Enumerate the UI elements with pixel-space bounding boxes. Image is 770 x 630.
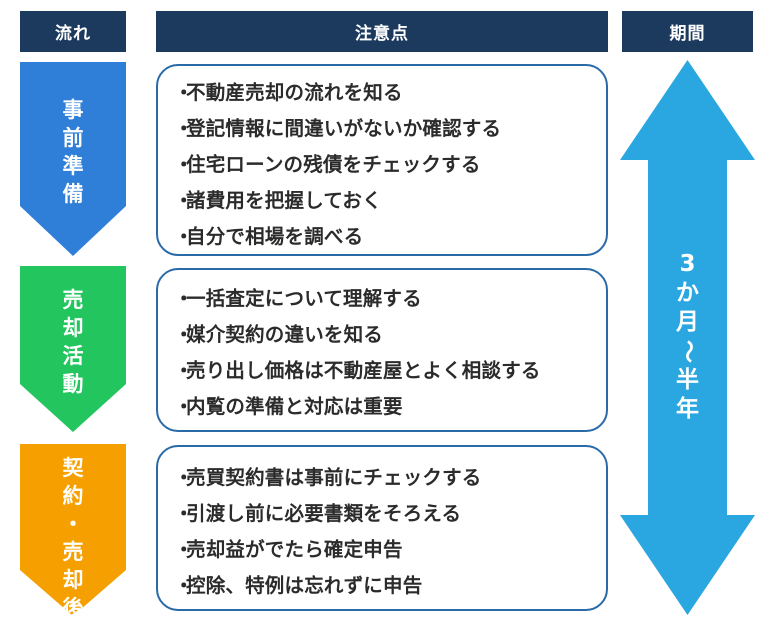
list-item-text: 媒介契約の違いを知る (186, 323, 384, 346)
points-box-sales: ・一括査定について理解する ・媒介契約の違いを知る ・売り出し価格は不動産屋とよ… (156, 268, 608, 432)
phase-label-contract: 契 約 ・ 売 却 後 (20, 454, 126, 620)
list-item-text: 不動産売却の流れを知る (186, 81, 403, 104)
list-item-text: 売り出し価格は不動産屋とよく相談する (186, 359, 541, 382)
phase-label-char: 約 (62, 484, 84, 508)
phase-label-char: 備 (62, 182, 84, 206)
list-item: ・自分で相場を調べる (174, 225, 364, 248)
list-item-text: 内覧の準備と対応は重要 (186, 395, 403, 418)
list-item: ・媒介契約の違いを知る (174, 323, 384, 346)
phase-label-char: 準 (62, 154, 84, 178)
header-period: 期間 (622, 11, 753, 52)
list-item: ・登記情報に間違いがないか確認する (174, 117, 502, 140)
phase-label-sales: 売 却 活 動 (20, 286, 126, 406)
period-label-char: 半 (676, 367, 699, 393)
list-item-text: 自分で相場を調べる (186, 225, 364, 248)
phase-arrow-contract (20, 444, 126, 616)
list-item: ・諸費用を把握しておく (174, 189, 382, 212)
points-box-preparation: ・不動産売却の流れを知る ・登記情報に間違いがないか確認する ・住宅ローンの残債… (156, 64, 608, 256)
period-label: 3 か 月 ～ 半 年 (660, 250, 715, 424)
phase-label-char: 前 (62, 126, 84, 150)
list-item-text: 売買契約書は事前にチェックする (186, 466, 482, 489)
points-box-contract: ・売買契約書は事前にチェックする ・引渡し前に必要書類をそろえる ・売却益がでた… (156, 445, 608, 611)
list-item-text: 諸費用を把握しておく (186, 189, 382, 212)
list-item-text: 引渡し前に必要書類をそろえる (186, 502, 462, 525)
list-item: ・売買契約書は事前にチェックする (174, 466, 482, 489)
list-item: ・引渡し前に必要書類をそろえる (174, 502, 462, 525)
header-points: 注意点 (156, 11, 608, 52)
phase-label-char: 却 (62, 568, 84, 592)
phase-arrow-sales (20, 266, 126, 432)
list-item: ・住宅ローンの残債をチェックする (174, 153, 481, 176)
header-flow: 流れ (20, 11, 126, 52)
phase-label-char: 却 (62, 316, 84, 340)
period-label-char: ～ (675, 340, 701, 363)
list-item-text: 控除、特例は忘れずに申告 (186, 574, 423, 597)
list-item: ・控除、特例は忘れずに申告 (174, 574, 423, 597)
list-item-text: 登記情報に間違いがないか確認する (186, 117, 502, 140)
period-label-char: 年 (676, 396, 699, 422)
list-item-text: 売却益がでたら確定申告 (186, 538, 403, 561)
phase-label-char: 後 (62, 596, 84, 620)
list-item: ・売却益がでたら確定申告 (174, 538, 403, 561)
period-label-char: 月 (676, 309, 699, 335)
list-item: ・内覧の準備と対応は重要 (174, 395, 403, 418)
phase-label-char: 動 (62, 372, 84, 396)
phase-label-char: 活 (62, 344, 84, 368)
list-item-text: 住宅ローンの残債をチェックする (186, 153, 481, 176)
list-item: ・不動産売却の流れを知る (174, 81, 403, 104)
phase-label-char: 契 (62, 456, 84, 480)
phase-label-char: 売 (62, 540, 84, 564)
phase-label-char: ・ (62, 512, 84, 536)
list-item: ・売り出し価格は不動産屋とよく相談する (174, 359, 541, 382)
phase-arrow-preparation (20, 62, 126, 256)
period-label-char: 3 (679, 251, 696, 277)
phase-label-preparation: 事 前 準 備 (20, 96, 126, 216)
period-double-arrow (620, 60, 755, 615)
phase-label-char: 売 (62, 288, 84, 312)
period-label-char: か (676, 280, 699, 306)
phase-label-char: 事 (62, 98, 84, 122)
list-item: ・一括査定について理解する (174, 287, 422, 310)
list-item-text: 一括査定について理解する (186, 287, 422, 310)
